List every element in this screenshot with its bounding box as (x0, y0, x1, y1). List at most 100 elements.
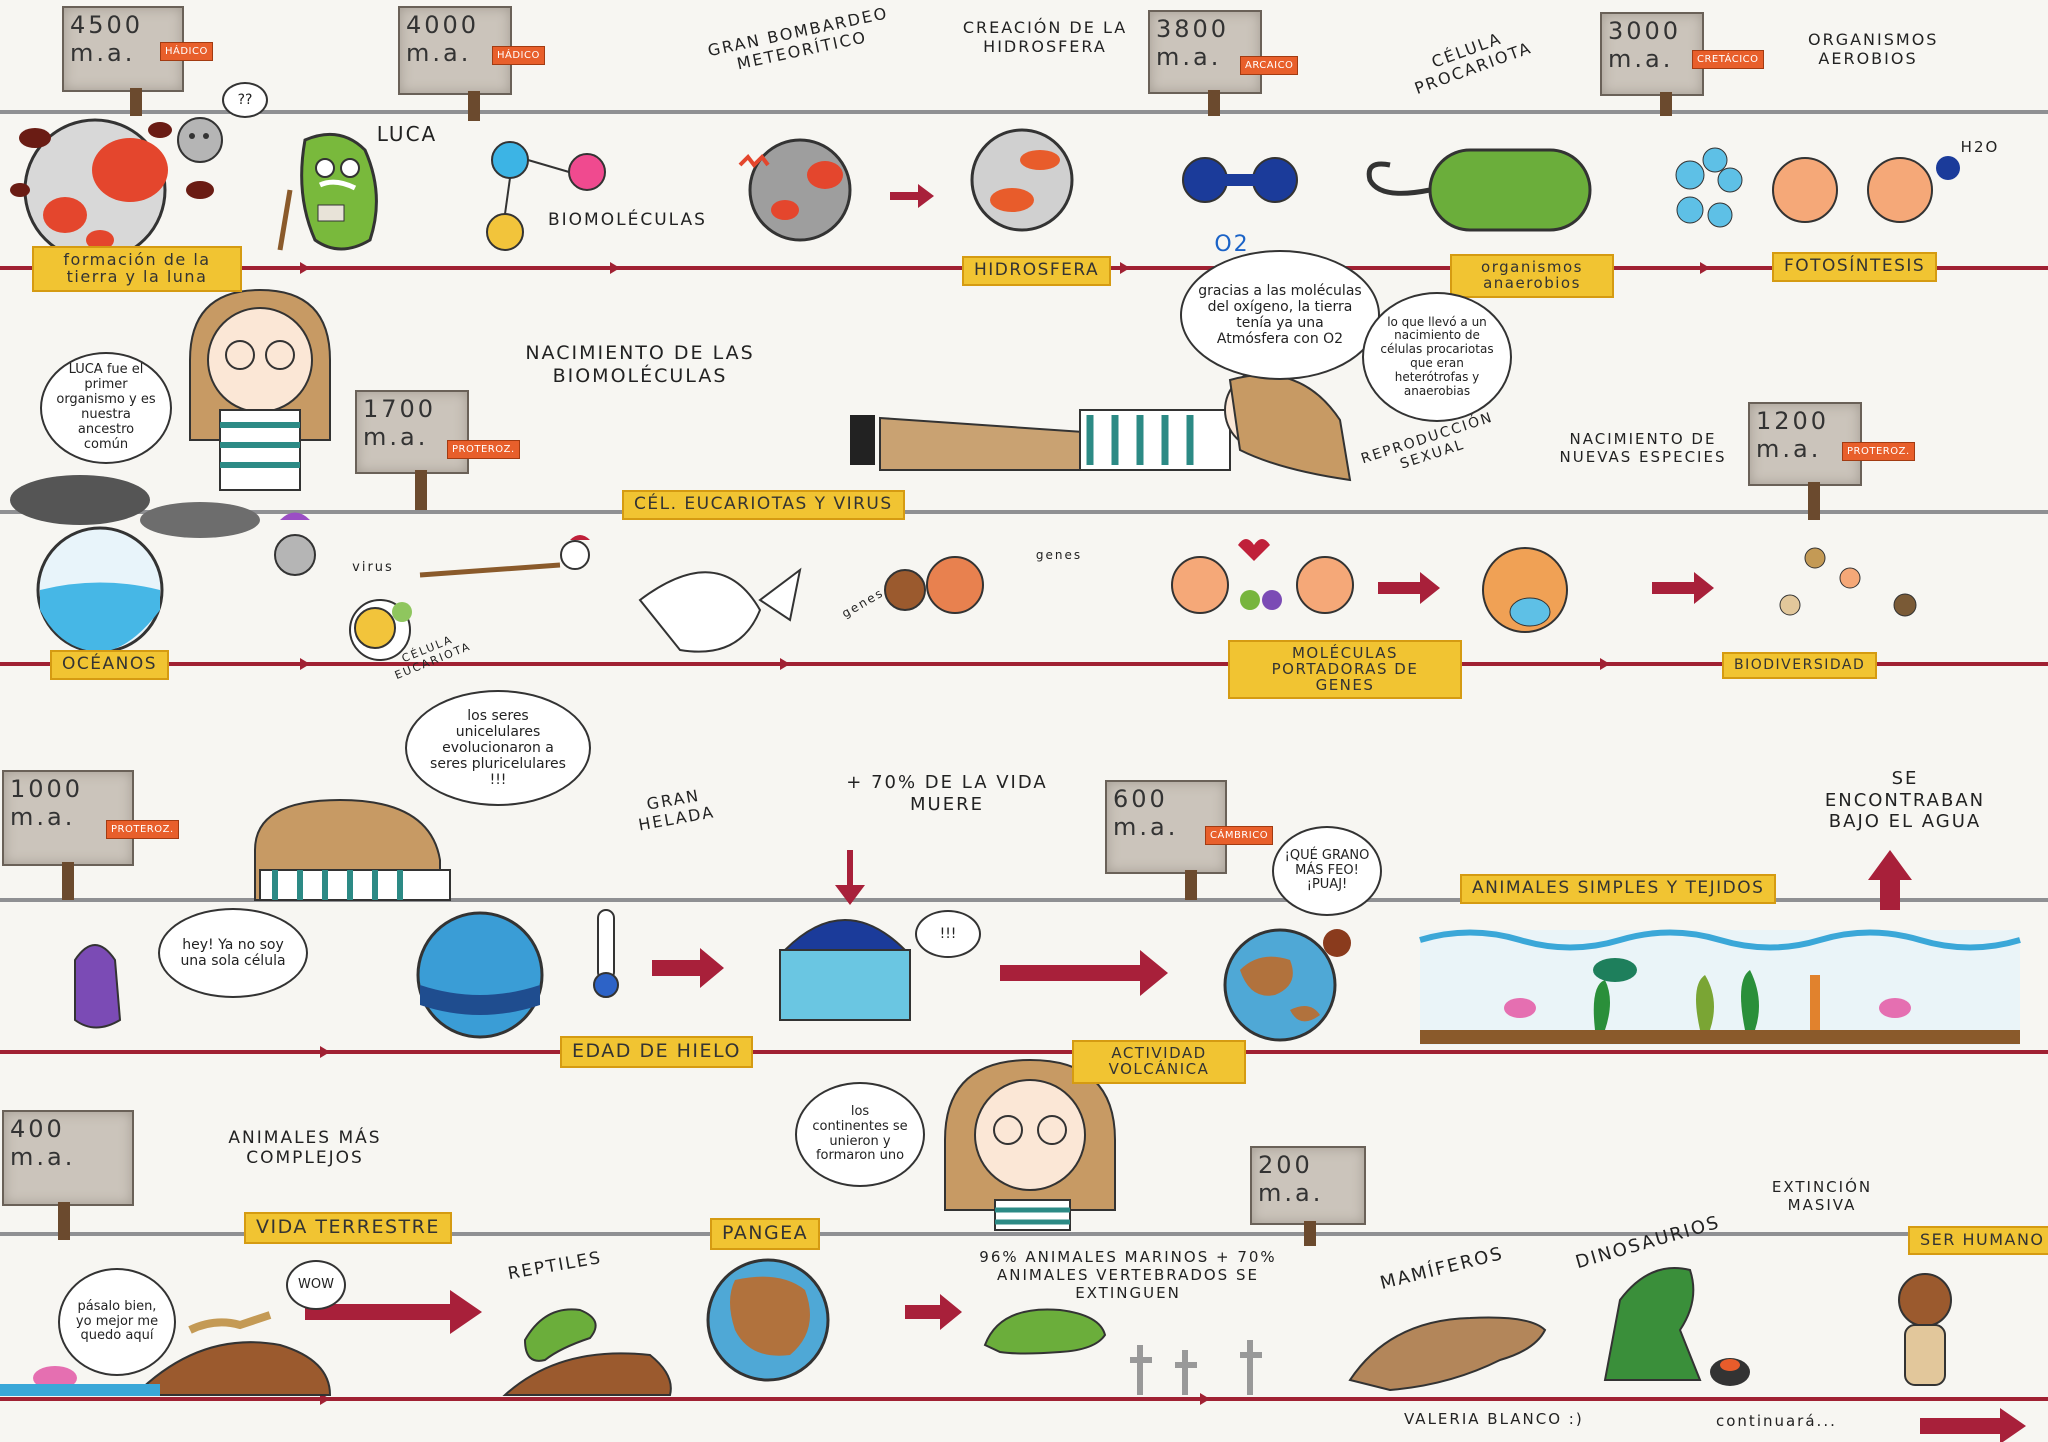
gene-cells-illustration (884, 539, 1354, 614)
girl-waving-illustration (189, 288, 331, 491)
label-anaerobic: organismos anaerobios (1450, 254, 1614, 298)
timeline-tick (320, 1393, 330, 1405)
sign-1700-ma: 1700 m.a. PROTEROZ. (355, 390, 520, 510)
biomolecule-birth-text: NACIMIENTO DE LAS BIOMOLÉCULAS (525, 342, 755, 387)
sign-years: 4000 m.a. (406, 11, 480, 67)
timeline-tick (1700, 262, 1710, 274)
sign-1200-ma: 1200 m.a. PROTEROZ. (1748, 402, 1918, 520)
label-simple-animals: ANIMALES SIMPLES Y TEJIDOS (1460, 874, 1777, 904)
pangea-globe-illustration (706, 1258, 830, 1382)
era-tag: ARCAICO (1240, 56, 1299, 75)
sign-years: 3000 m.a. (1608, 17, 1682, 73)
sign-3000-ma: 3000 m.a. CRETÁCICO (1600, 12, 1764, 116)
red-arrow (905, 1294, 962, 1330)
era-tag: PROTEROZ. (1842, 442, 1915, 461)
guide-line-4 (0, 1232, 2048, 1236)
photosynthesis-illustration (1675, 147, 1960, 228)
bombardment-text: GRAN BOMBARDEO METEORÍTICO (706, 3, 890, 74)
earth-moon-illustration (10, 117, 223, 262)
sign-years: 4500 m.a. (70, 11, 144, 67)
guide-line-1 (0, 110, 2048, 114)
sign-600-ma: 600 m.a. CÁMBRICO (1105, 780, 1285, 900)
continue-text: continuará... (1716, 1412, 1837, 1430)
label-biodiversity: BIODIVERSIDAD (1722, 652, 1878, 679)
sign-years: 400 m.a. (10, 1115, 76, 1171)
timeline-row-2 (0, 662, 2048, 666)
red-arrow (1652, 572, 1714, 604)
frozen-planet-illustration (416, 909, 619, 1039)
label-volcanic: ACTIVIDAD VOLCÁNICA (1072, 1040, 1246, 1084)
red-arrow (1378, 572, 1440, 604)
eukaryote-cell-text: CÉLULA EUCARIOTA (392, 632, 474, 683)
ice-block-illustration (779, 850, 911, 1021)
label-earth-moon: formación de la tierra y la luna (32, 246, 242, 292)
girl-portrait-illustration (944, 1058, 1116, 1231)
biomolecules-illustration (486, 141, 606, 251)
luca-bubble: LUCA fue el primer organismo y es nuestr… (40, 352, 172, 464)
timeline-row-3 (0, 1050, 2048, 1054)
volcanic-planet-illustration (1223, 928, 1351, 1042)
cell-bubble: hey! Ya no soy una sola célula (158, 908, 308, 998)
guide-line-3 (0, 898, 2048, 902)
genes-text-left: genes (839, 585, 887, 621)
multicell-bubble: los seres unicelulares evolucionaron a s… (405, 690, 591, 806)
era-tag: HÁDICO (492, 46, 545, 65)
new-species-cell-illustration (1482, 547, 1568, 633)
o2-label: O2 (1214, 232, 1250, 257)
luca-illustration (277, 132, 378, 251)
era-tag: PROTEROZ. (106, 820, 179, 839)
sign-200-ma: 200 m.a. (1250, 1146, 1380, 1246)
label-land-life: VIDA TERRESTRE (244, 1212, 452, 1244)
hydrosphere-creation-text: CREACIÓN DE LA HIDROSFERA (962, 18, 1128, 57)
label-photosynthesis: FOTOSÍNTESIS (1772, 252, 1938, 282)
label-hydrosphere: HIDROSFERA (962, 256, 1112, 286)
procaryote-text: CÉLULA PROCARIOTA (1412, 28, 1535, 99)
new-species-text: NACIMIENTO DE NUEVAS ESPECIES (1559, 430, 1727, 466)
aerobic-text: ORGANISMOS AEROBIOS (1808, 30, 1939, 69)
moon-bubble: ?? (222, 82, 268, 118)
dinosaur-illustration (1603, 1267, 1750, 1386)
meteorite-planet-illustration (738, 138, 852, 242)
timeline-row-4 (0, 1397, 2048, 1401)
virus-text: virus (352, 560, 394, 575)
sign-1000-ma: 1000 m.a. PROTEROZ. (2, 770, 202, 900)
label-pangea: PANGEA (710, 1218, 821, 1250)
mammal-illustration (1348, 1316, 1547, 1392)
label-ice-age: EDAD DE HIELO (560, 1036, 753, 1068)
mammals-text: MAMÍFEROS (1378, 1243, 1506, 1295)
sign-years: 1000 m.a. (10, 775, 84, 831)
sign-years: 600 m.a. (1113, 785, 1179, 841)
dinosaurs-text: DINOSAURIOS (1573, 1211, 1723, 1274)
extinct-animals-illustration (983, 1308, 1262, 1395)
timeline-tick (300, 658, 310, 670)
underwater-text: SE ENCONTRABAN BAJO EL AGUA (1824, 768, 1986, 833)
reptiles-text: REPTILES (506, 1247, 604, 1285)
reptile-illustration (502, 1308, 672, 1396)
sign-4000-ma: 4000 m.a. HÁDICO (398, 6, 548, 121)
red-arrow (1000, 950, 1168, 996)
sign-4500-ma: 4500 m.a. HÁDICO (62, 6, 213, 116)
era-tag: HÁDICO (160, 42, 213, 61)
luca-label: LUCA (376, 122, 438, 146)
biomolecules-label: BIOMOLÉCULAS (548, 210, 707, 230)
timeline-tick (610, 262, 620, 274)
label-oceans: OCÉANOS (50, 650, 170, 680)
sign-years: 3800 m.a. (1156, 15, 1230, 71)
purple-cell-illustration (74, 944, 122, 1029)
timeline-tick (1200, 1393, 1210, 1405)
red-arrow (890, 184, 934, 208)
extinction-text: 96% ANIMALES MARINOS + 70% ANIMALES VERT… (979, 1248, 1277, 1302)
timeline-tick (1120, 262, 1130, 274)
sign-years: 1200 m.a. (1756, 407, 1830, 463)
biodiversity-illustration (1779, 547, 1917, 617)
continents-bubble: los continentes se unieron y formaron un… (795, 1082, 925, 1187)
red-arrow (652, 948, 724, 988)
h2o-text: H2O (1960, 138, 2000, 156)
procaryote-cell-illustration (1366, 148, 1592, 232)
continue-arrow (1920, 1408, 2026, 1442)
extinction-70-text: + 70% DE LA VIDA MUERE (846, 772, 1048, 815)
era-tag: PROTEROZ. (447, 440, 520, 459)
guide-line-2 (0, 510, 2048, 514)
timeline-tick (780, 658, 790, 670)
